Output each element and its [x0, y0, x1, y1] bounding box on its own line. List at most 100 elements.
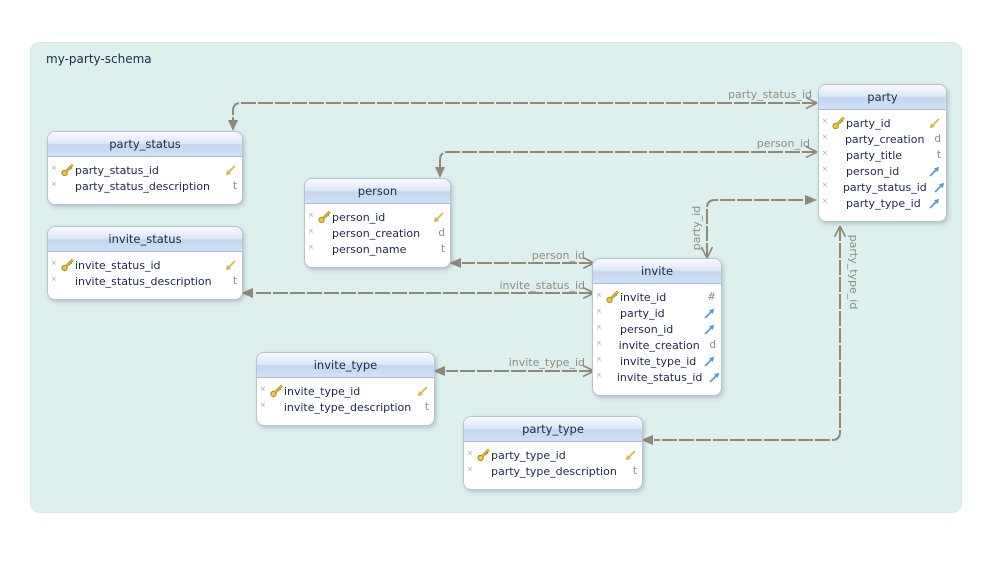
column-row[interactable]: × person_id	[822, 163, 941, 179]
not-null-marker: ×	[51, 259, 57, 267]
not-null-marker: ×	[822, 165, 828, 173]
column-row[interactable]: × party_status_id	[51, 162, 237, 178]
relation-label: person_id	[531, 249, 585, 262]
column-name: invite_status_description	[75, 274, 212, 288]
column-row[interactable]: × party_status_id	[822, 179, 941, 195]
not-null-marker: ×	[51, 180, 57, 188]
pk-referenced-arrow-icon	[224, 259, 237, 272]
column-type: t	[936, 149, 941, 161]
column-row[interactable]: × invite_type_description t	[260, 399, 429, 415]
column-type: t	[424, 401, 429, 413]
column-row[interactable]: × invite_id #	[596, 289, 716, 305]
fk-arrow-icon	[928, 165, 941, 178]
table-title[interactable]: party_type	[464, 417, 642, 442]
relation-label: invite_type_id	[508, 356, 585, 369]
table-party[interactable]: party × party_id × party_creation d × pa…	[818, 84, 947, 222]
column-row[interactable]: × invite_status_id	[596, 369, 716, 385]
not-null-marker: ×	[308, 227, 314, 235]
table-invite_status[interactable]: invite_status × invite_status_id × invit…	[47, 226, 243, 300]
column-type: d	[934, 133, 941, 145]
column-name: person_id	[846, 164, 900, 178]
column-name: invite_type_description	[283, 400, 412, 414]
column-name: person_id	[620, 322, 674, 336]
not-null-marker: ×	[51, 164, 57, 172]
primary-key-icon	[60, 258, 75, 272]
not-null-marker: ×	[467, 465, 473, 473]
not-null-marker: ×	[308, 243, 314, 251]
fk-arrow-icon	[708, 371, 721, 384]
table-title[interactable]: party_status	[48, 132, 242, 157]
not-null-marker: ×	[596, 339, 602, 347]
not-null-marker: ×	[822, 181, 828, 189]
primary-key-icon	[831, 116, 846, 130]
column-name: person_creation	[332, 226, 421, 240]
column-row[interactable]: × party_type_id	[822, 195, 941, 211]
table-title[interactable]: invite_type	[257, 353, 434, 378]
table-person[interactable]: person × person_id × person_creation d ×…	[304, 178, 451, 268]
column-name: invite_type_id	[284, 384, 361, 398]
table-title[interactable]: party	[819, 85, 946, 110]
primary-key-icon	[605, 290, 620, 304]
column-row[interactable]: × party_id	[822, 115, 941, 131]
column-type: t	[232, 275, 237, 287]
table-title[interactable]: invite	[593, 259, 721, 284]
column-name: party_type_description	[491, 464, 617, 478]
pk-referenced-arrow-icon	[224, 164, 237, 177]
column-row[interactable]: × person_id	[596, 321, 716, 337]
column-name: invite_status_id	[75, 258, 161, 272]
column-row[interactable]: × person_name t	[308, 241, 445, 257]
column-row[interactable]: × person_id	[308, 209, 445, 225]
not-null-marker: ×	[596, 291, 602, 299]
not-null-marker: ×	[51, 275, 57, 283]
primary-key-icon	[476, 448, 491, 462]
table-party_type[interactable]: party_type × party_type_id × party_type_…	[463, 416, 643, 490]
column-name: party_type_id	[491, 448, 566, 462]
column-row[interactable]: × party_title t	[822, 147, 941, 163]
relation-label: party_type_id	[847, 234, 860, 310]
relation-label: party_id	[690, 205, 703, 251]
column-row[interactable]: × invite_type_id	[260, 383, 429, 399]
column-name: party_status_description	[75, 179, 211, 193]
not-null-marker: ×	[596, 307, 602, 315]
column-row[interactable]: × invite_type_id	[596, 353, 716, 369]
column-name: party_status_id	[75, 163, 159, 177]
table-party_status[interactable]: party_status × party_status_id × party_s…	[47, 131, 243, 205]
column-row[interactable]: × person_creation d	[308, 225, 445, 241]
column-row[interactable]: × party_id	[596, 305, 716, 321]
table-invite[interactable]: invite × invite_id # × party_id × person…	[592, 258, 722, 396]
column-row[interactable]: × party_creation d	[822, 131, 941, 147]
not-null-marker: ×	[822, 149, 828, 157]
column-name: invite_type_id	[620, 354, 697, 368]
column-row[interactable]: × party_status_description t	[51, 178, 237, 194]
pk-referenced-arrow-icon	[624, 449, 637, 462]
column-row[interactable]: × party_type_id	[467, 447, 637, 463]
schema-title: my-party-schema	[46, 52, 152, 66]
column-name: party_creation	[844, 132, 925, 146]
table-title[interactable]: invite_status	[48, 227, 242, 252]
relation-label: invite_status_id	[499, 279, 585, 292]
fk-arrow-icon	[933, 181, 946, 194]
column-row[interactable]: × party_type_description t	[467, 463, 637, 479]
table-title[interactable]: person	[305, 179, 450, 204]
pk-referenced-arrow-icon	[432, 211, 445, 224]
column-type: #	[707, 291, 716, 303]
column-type: d	[438, 227, 445, 239]
pk-referenced-arrow-icon	[416, 385, 429, 398]
not-null-marker: ×	[822, 197, 828, 205]
column-name: party_id	[620, 306, 665, 320]
primary-key-icon	[317, 210, 332, 224]
column-name: party_title	[846, 148, 903, 162]
column-row[interactable]: × invite_creation d	[596, 337, 716, 353]
relation-label: person_id	[756, 137, 810, 150]
not-null-marker: ×	[260, 401, 266, 409]
not-null-marker: ×	[596, 355, 602, 363]
not-null-marker: ×	[260, 385, 266, 393]
fk-arrow-icon	[703, 307, 716, 320]
column-row[interactable]: × invite_status_description t	[51, 273, 237, 289]
fk-arrow-icon	[928, 197, 941, 210]
table-invite_type[interactable]: invite_type × invite_type_id × invite_ty…	[256, 352, 435, 426]
column-name: invite_status_id	[616, 370, 703, 384]
column-name: person_id	[332, 210, 386, 224]
column-row[interactable]: × invite_status_id	[51, 257, 237, 273]
